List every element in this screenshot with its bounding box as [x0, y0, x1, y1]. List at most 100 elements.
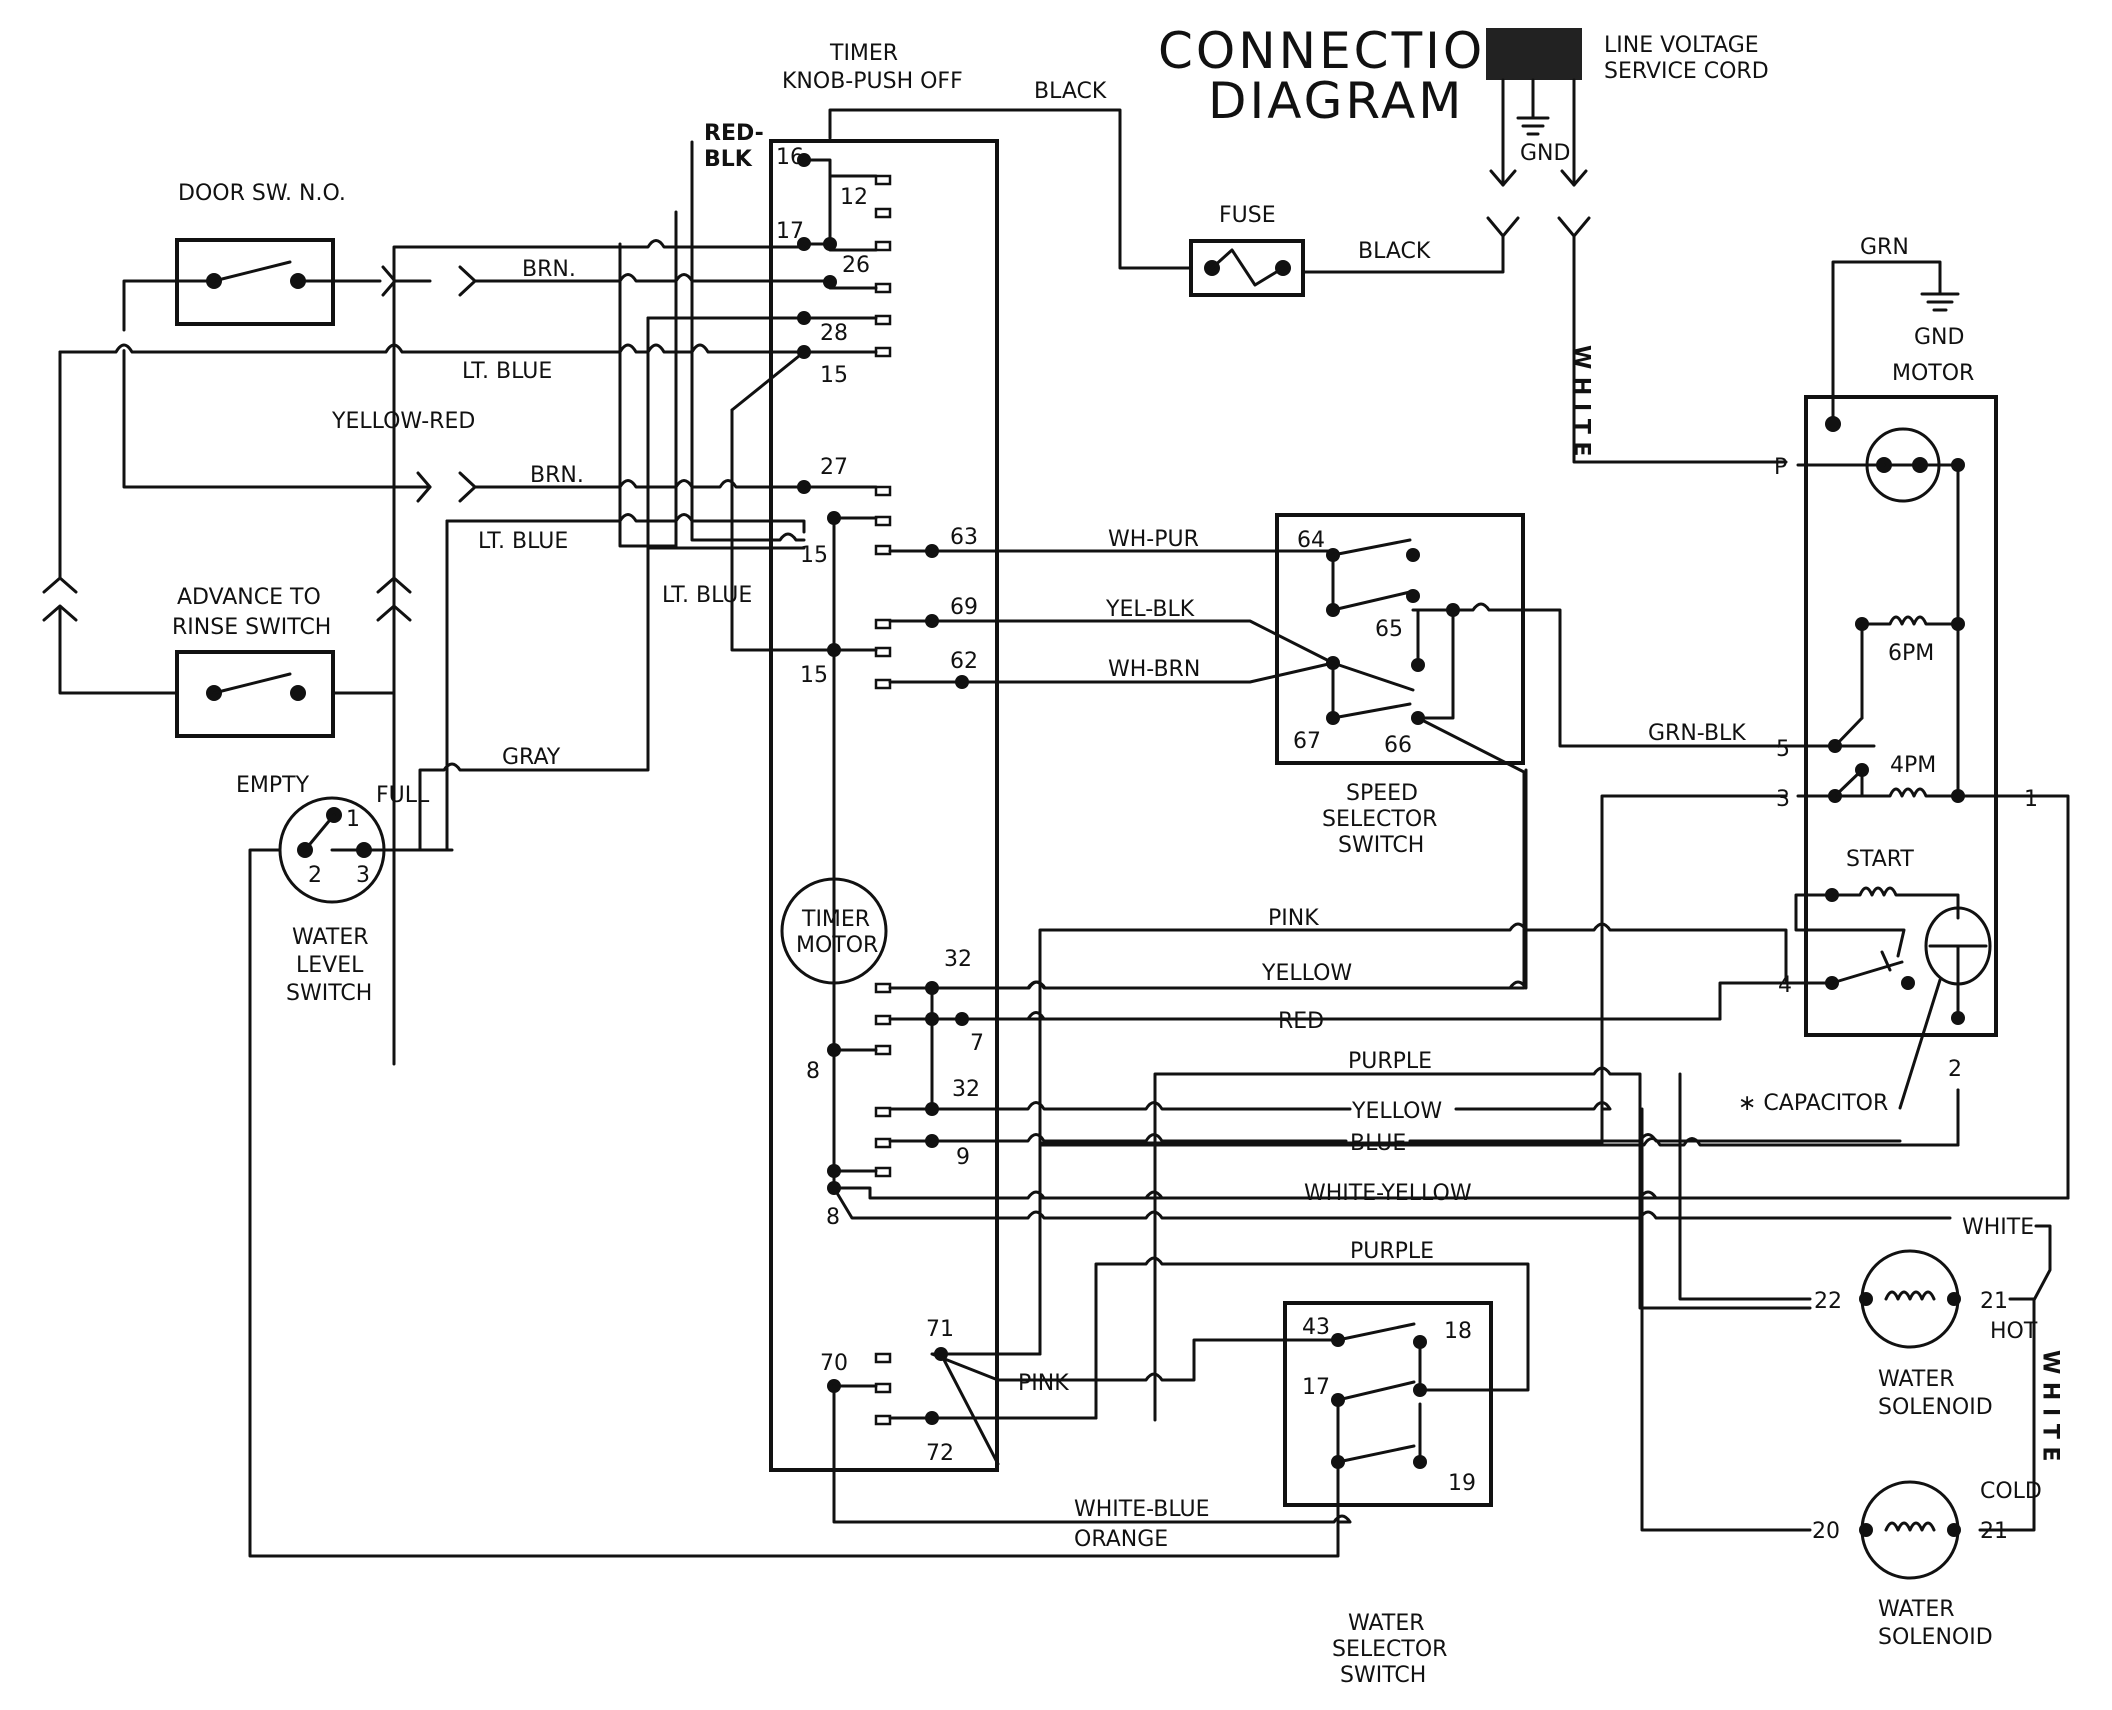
- wire-label-yellow-2: YELLOW: [1351, 1099, 1442, 1124]
- ws-terminal-19: 19: [1448, 1471, 1476, 1496]
- wire-label-yellow-1: YELLOW: [1261, 961, 1352, 986]
- wire-label-lt-blue-3: LT. BLUE: [662, 583, 752, 608]
- svg-text:72: 72: [926, 1441, 954, 1466]
- timer-motor-icon: [780, 877, 888, 985]
- svg-text:62: 62: [950, 649, 978, 674]
- hot-solenoid-terminal-left: 22: [1814, 1289, 1842, 1314]
- water-selector-label-line3: SWITCH: [1340, 1663, 1426, 1688]
- fuse-label: FUSE: [1219, 203, 1276, 228]
- water-selector-contacts: [1331, 1322, 1427, 1532]
- plug-icon: [1486, 28, 1582, 80]
- door-switch-label: DOOR SW. N.O.: [178, 181, 346, 206]
- motor-grn-label: GRN: [1860, 235, 1909, 260]
- svg-text:27: 27: [820, 455, 848, 480]
- wire-label-yellow-red: YELLOW-RED: [331, 409, 475, 434]
- wire-label-pink-2: PINK: [1018, 1371, 1069, 1396]
- timer-pins: [874, 174, 892, 1426]
- service-cord-label-line2: SERVICE CORD: [1604, 59, 1769, 84]
- advance-switch-label-line1: ADVANCE TO: [177, 585, 321, 610]
- motor-terminal-5: 5: [1776, 737, 1790, 762]
- wire-label-blue: BLUE: [1350, 1131, 1406, 1156]
- wire-label-pink-1: PINK: [1268, 906, 1319, 931]
- timer-box: [769, 139, 999, 1472]
- wire-label-grn-blk: GRN-BLK: [1648, 721, 1746, 746]
- motor-terminal-1: 1: [2024, 787, 2038, 812]
- wire-label-red-blk-2: BLK: [704, 147, 753, 172]
- wire-label-brn-2: BRN.: [530, 463, 584, 488]
- wire-label-lt-blue-1: LT. BLUE: [462, 359, 552, 384]
- timer-motor-label-line1: TIMER: [801, 907, 870, 932]
- svg-text:69: 69: [950, 595, 978, 620]
- ws-terminal-18: 18: [1444, 1319, 1472, 1344]
- motor-start-label: START: [1846, 847, 1914, 872]
- motor-terminal-4: 4: [1778, 973, 1792, 998]
- svg-text:15: 15: [820, 363, 848, 388]
- svg-text:7: 7: [970, 1031, 984, 1056]
- cold-solenoid-terminal-left: 20: [1812, 1519, 1840, 1544]
- svg-text:17: 17: [776, 219, 804, 244]
- coil-4pm-icon: [1860, 622, 1960, 798]
- wire-label-white-right: WHITE: [1962, 1215, 2034, 1240]
- motor-6pm-label: 6PM: [1888, 641, 1934, 666]
- speed-terminal-66: 66: [1384, 733, 1412, 758]
- ground-icon: [1516, 78, 1550, 136]
- motor-gnd-label: GND: [1914, 325, 1964, 350]
- wire-label-white-cord: W H I T E: [1569, 345, 1594, 457]
- svg-text:8: 8: [806, 1059, 820, 1084]
- wire-label-gray: GRAY: [502, 745, 561, 770]
- motor-label: MOTOR: [1892, 361, 1974, 386]
- hot-solenoid-terminal-right: 21: [1980, 1289, 2008, 1314]
- speed-selector-label-line1: SPEED: [1346, 781, 1418, 806]
- hot-solenoid-label-line2: SOLENOID: [1878, 1395, 1993, 1420]
- timer-motor-label-line2: MOTOR: [796, 933, 878, 958]
- speed-selector-label-line3: SWITCH: [1338, 833, 1424, 858]
- wire-label-wh-pur: WH-PUR: [1108, 527, 1199, 552]
- wire-label-red: RED: [1278, 1009, 1324, 1034]
- diagram-title-line1: CONNECTION: [1158, 22, 1526, 80]
- hot-solenoid-label-line1: WATER: [1878, 1367, 1955, 1392]
- wire-label-black-fuse: BLACK: [1358, 239, 1431, 264]
- motor-box: [1804, 395, 1998, 1037]
- svg-text:16: 16: [776, 145, 804, 170]
- svg-text:63: 63: [950, 525, 978, 550]
- wire-label-wh-brn: WH-BRN: [1108, 657, 1200, 682]
- motor-terminal-p: P: [1774, 455, 1787, 480]
- timer-label-line1: TIMER: [829, 41, 898, 66]
- wls-terminal-3: 3: [356, 863, 370, 888]
- advance-switch-label-line2: RINSE SWITCH: [172, 615, 331, 640]
- svg-text:12: 12: [840, 185, 868, 210]
- switch-contact-icon: [212, 260, 292, 283]
- cold-solenoid-tag: COLD: [1980, 1479, 2042, 1504]
- timer-label-line2: KNOB-PUSH OFF: [782, 69, 963, 94]
- cold-solenoid-label-line1: WATER: [1878, 1597, 1955, 1622]
- fuse-element-icon: [1210, 248, 1285, 287]
- wire-label-white-blue: WHITE-BLUE: [1074, 1497, 1210, 1522]
- water-level-full-label: FULL: [376, 783, 430, 808]
- water-level-label-line3: SWITCH: [286, 981, 372, 1006]
- wls-terminal-1: 1: [346, 807, 360, 832]
- water-level-label-line1: WATER: [292, 925, 369, 950]
- water-level-label-line2: LEVEL: [296, 953, 364, 978]
- wire-label-white-yellow: WHITE-YELLOW: [1304, 1181, 1472, 1206]
- coil-6pm-icon: [1860, 615, 1960, 626]
- water-selector-switch: [1283, 1301, 1493, 1507]
- svg-text:28: 28: [820, 321, 848, 346]
- motor-terminal-2: 2: [1948, 1057, 1962, 1082]
- speed-selector-switch: [1275, 513, 1525, 765]
- wire-label-red-blk-1: RED-: [704, 121, 764, 146]
- wire-label-purple-1: PURPLE: [1348, 1049, 1432, 1074]
- ws-terminal-43: 43: [1302, 1315, 1330, 1340]
- svg-text:70: 70: [820, 1351, 848, 1376]
- solenoid-coil-icon: [1884, 1290, 1936, 1301]
- wire-label-black-top: BLACK: [1034, 79, 1107, 104]
- capacitor-label: ∗ CAPACITOR: [1738, 1091, 1888, 1116]
- svg-text:15: 15: [800, 663, 828, 688]
- svg-text:9: 9: [956, 1145, 970, 1170]
- speed-terminal-64: 64: [1297, 528, 1325, 553]
- cold-solenoid-label-line2: SOLENOID: [1878, 1625, 1993, 1650]
- wls-terminal-2: 2: [308, 863, 322, 888]
- speed-selector-label-line2: SELECTOR: [1322, 807, 1437, 832]
- diagram-title-line2: DIAGRAM: [1208, 72, 1464, 130]
